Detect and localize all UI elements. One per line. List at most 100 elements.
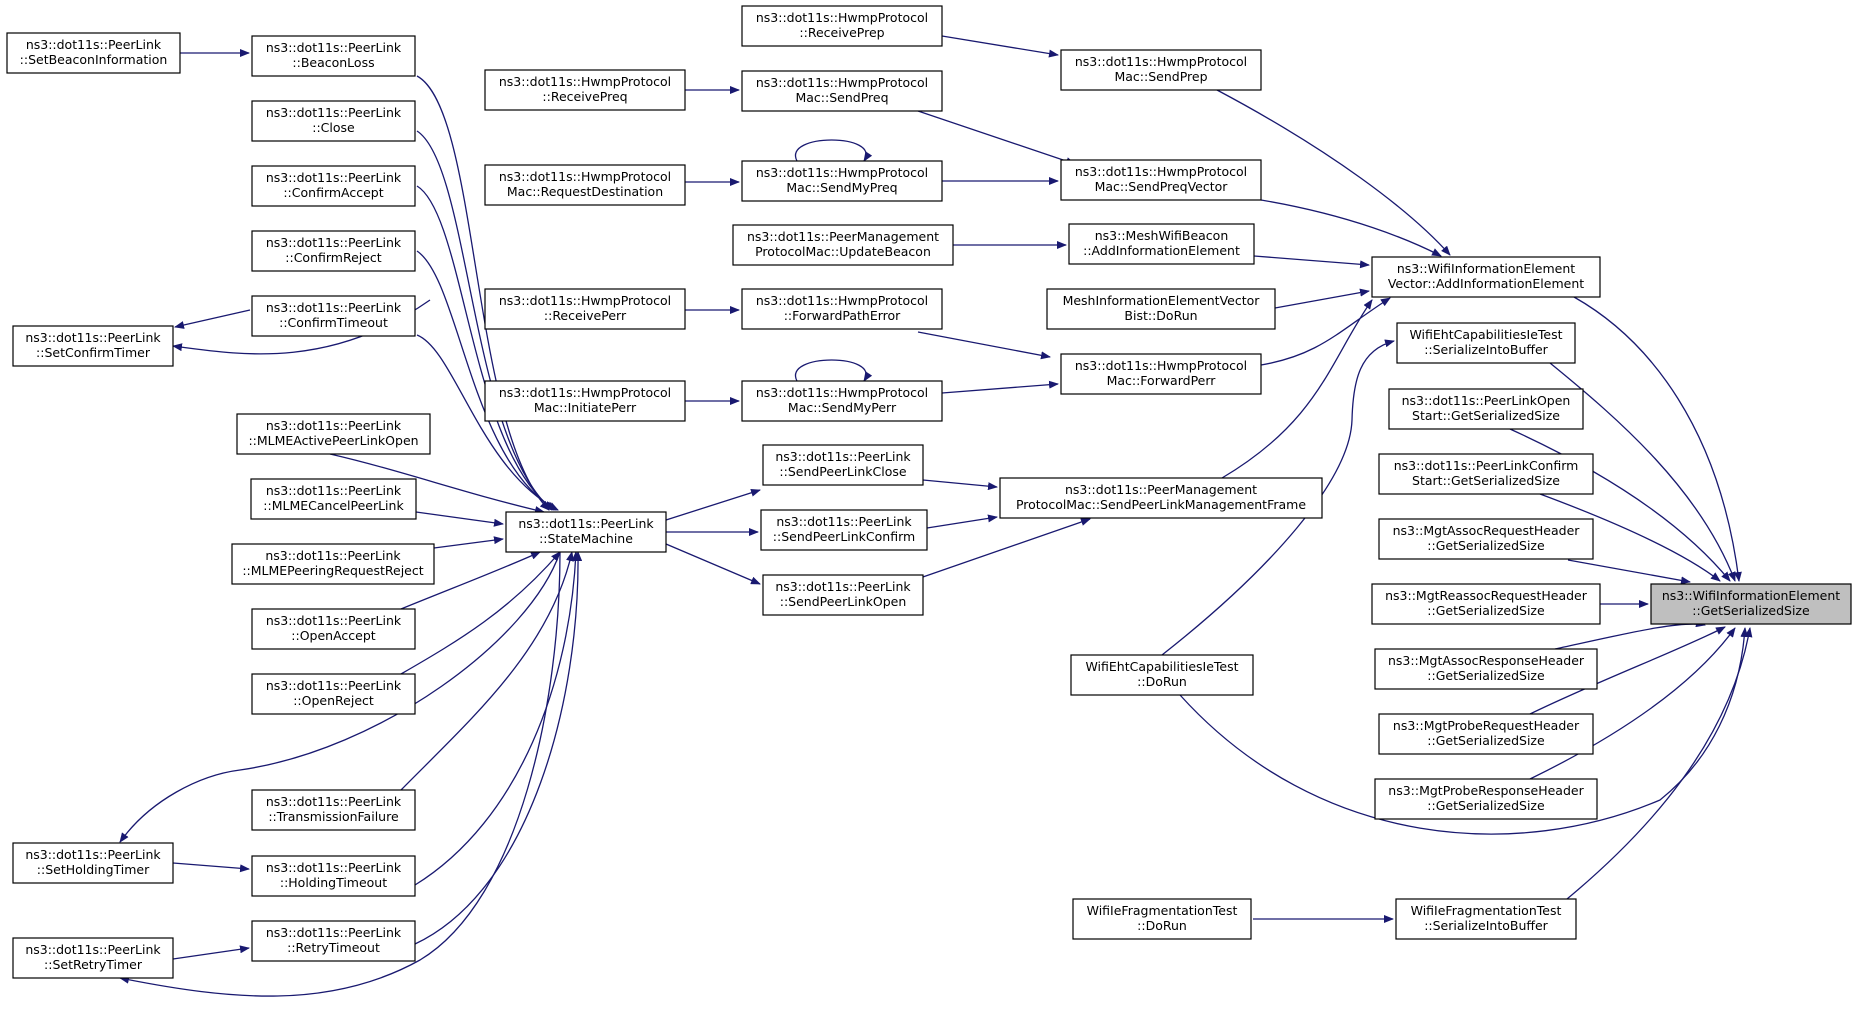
self-loop-edge xyxy=(794,139,873,162)
call-edge xyxy=(1221,299,1373,479)
node-open-accept[interactable]: ns3::dot11s::PeerLink::OpenAccept xyxy=(251,608,416,650)
node-mlmecancel-peer-link[interactable]: ns3::dot11s::PeerLink::MLMECancelPeerLin… xyxy=(250,478,417,520)
node-initiate-perr[interactable]: ns3::dot11s::HwmpProtocolMac::InitiatePe… xyxy=(484,380,686,422)
node-send-peer-link-confirm[interactable]: ns3::dot11s::PeerLink::SendPeerLinkConfi… xyxy=(760,509,928,551)
node-eht-do-run[interactable]: WifiEhtCapabilitiesIeTest::DoRun xyxy=(1070,654,1254,696)
node-update-beacon[interactable]: ns3::dot11s::PeerManagementProtocolMac::… xyxy=(732,224,954,266)
call-edge xyxy=(1567,559,1691,585)
call-edge xyxy=(922,479,998,491)
node-box xyxy=(484,164,686,206)
node-probe-req-size[interactable]: ns3::MgtProbeRequestHeader::GetSerialize… xyxy=(1378,713,1594,755)
node-label-line: ns3::MgtReassocRequestHeader xyxy=(1385,588,1588,603)
node-receive-prep[interactable]: ns3::dot11s::HwmpProtocol::ReceivePrep xyxy=(741,5,943,47)
node-box xyxy=(1388,388,1584,430)
node-frag-do-run[interactable]: WifiIeFragmentationTest::DoRun xyxy=(1072,898,1252,940)
node-box xyxy=(251,295,416,337)
node-probe-resp-size[interactable]: ns3::MgtProbeResponseHeader::GetSerializ… xyxy=(1374,778,1598,820)
node-box xyxy=(231,543,435,585)
node-set-retry-timer[interactable]: ns3::dot11s::PeerLink::SetRetryTimer xyxy=(12,937,174,979)
node-label-line: ns3::MgtAssocRequestHeader xyxy=(1393,523,1581,538)
node-label-line: ::SendPeerLinkConfirm xyxy=(773,529,915,544)
node-send-peer-link-mgmt-frame[interactable]: ns3::dot11s::PeerManagementProtocolMac::… xyxy=(999,477,1323,519)
node-reassoc-req-size[interactable]: ns3::MgtReassocRequestHeader::GetSeriali… xyxy=(1371,583,1601,625)
node-send-peer-link-close[interactable]: ns3::dot11s::PeerLink::SendPeerLinkClose xyxy=(762,444,924,486)
node-state-machine[interactable]: ns3::dot11s::PeerLink::StateMachine xyxy=(505,511,667,553)
node-confirm-reject[interactable]: ns3::dot11s::PeerLink::ConfirmReject xyxy=(251,230,416,272)
node-box xyxy=(251,35,416,77)
node-label-line: WifiEhtCapabilitiesIeTest xyxy=(1085,659,1238,674)
node-send-preq-vector[interactable]: ns3::dot11s::HwmpProtocolMac::SendPreqVe… xyxy=(1060,159,1262,201)
call-edge xyxy=(172,862,250,873)
node-label-line: Start::GetSerializedSize xyxy=(1412,473,1560,488)
node-label-line: ::SetHoldingTimer xyxy=(37,862,150,877)
call-edge xyxy=(433,536,504,549)
node-close[interactable]: ns3::dot11s::PeerLink::Close xyxy=(251,100,416,142)
node-box xyxy=(1046,288,1276,330)
node-holding-timeout[interactable]: ns3::dot11s::PeerLink::HoldingTimeout xyxy=(251,855,416,897)
call-edge xyxy=(400,551,541,610)
node-set-holding-timer[interactable]: ns3::dot11s::PeerLink::SetHoldingTimer xyxy=(12,842,174,884)
node-wifi-ie-vec-add[interactable]: ns3::WifiInformationElementVector::AddIn… xyxy=(1371,256,1601,298)
node-target[interactable]: ns3::WifiInformationElement::GetSerializ… xyxy=(1650,583,1852,625)
node-transmission-failure[interactable]: ns3::dot11s::PeerLink::TransmissionFailu… xyxy=(251,789,416,831)
node-mlmepeering-request-reject[interactable]: ns3::dot11s::PeerLink::MLMEPeeringReques… xyxy=(231,543,435,585)
call-edge xyxy=(416,185,555,511)
node-box xyxy=(251,855,416,897)
node-label-line: ProtocolMac::SendPeerLinkManagementFrame xyxy=(1016,497,1306,512)
node-label-line: ::SendPeerLinkOpen xyxy=(780,594,907,609)
node-label-line: ns3::dot11s::PeerLink xyxy=(266,418,402,433)
node-frag-serialize[interactable]: WifiIeFragmentationTest::SerializeIntoBu… xyxy=(1395,898,1577,940)
node-beacon-loss[interactable]: ns3::dot11s::PeerLink::BeaconLoss xyxy=(251,35,416,77)
node-label-line: WifiIeFragmentationTest xyxy=(1087,903,1238,918)
node-label-line: Mac::ForwardPerr xyxy=(1107,373,1217,388)
node-set-beacon-information[interactable]: ns3::dot11s::PeerLink::SetBeaconInformat… xyxy=(6,32,181,74)
node-label-line: Mac::SendPreqVector xyxy=(1095,179,1229,194)
node-confirm-accept[interactable]: ns3::dot11s::PeerLink::ConfirmAccept xyxy=(251,165,416,207)
node-box xyxy=(251,673,416,715)
node-assoc-req-size[interactable]: ns3::MgtAssocRequestHeader::GetSerialize… xyxy=(1378,518,1594,560)
node-receive-preq[interactable]: ns3::dot11s::HwmpProtocol::ReceivePreq xyxy=(484,69,686,111)
node-send-peer-link-open[interactable]: ns3::dot11s::PeerLink::SendPeerLinkOpen xyxy=(762,574,924,616)
node-eht-serialize[interactable]: WifiEhtCapabilitiesIeTest::SerializeInto… xyxy=(1396,322,1576,364)
node-label-line: ::SerializeIntoBuffer xyxy=(1424,918,1548,933)
call-edge xyxy=(414,551,580,886)
node-retry-timeout[interactable]: ns3::dot11s::PeerLink::RetryTimeout xyxy=(251,920,416,962)
node-label-line: ::GetSerializedSize xyxy=(1427,603,1545,618)
node-label-line: ::SetBeaconInformation xyxy=(20,52,168,67)
node-label-line: ::MLMEActivePeerLinkOpen xyxy=(248,433,418,448)
node-label-line: ::SetConfirmTimer xyxy=(36,345,151,360)
node-box xyxy=(741,288,943,330)
node-open-reject[interactable]: ns3::dot11s::PeerLink::OpenReject xyxy=(251,673,416,715)
node-open-start-size[interactable]: ns3::dot11s::PeerLinkOpenStart::GetSeria… xyxy=(1388,388,1584,430)
node-label-line: ns3::dot11s::PeerLink xyxy=(25,942,161,957)
node-box xyxy=(1060,353,1262,395)
node-set-confirm-timer[interactable]: ns3::dot11s::PeerLink::SetConfirmTimer xyxy=(12,325,174,367)
node-box xyxy=(250,478,417,520)
node-mesh-add-info[interactable]: ns3::MeshWifiBeacon::AddInformationEleme… xyxy=(1068,223,1255,265)
node-box xyxy=(12,842,174,884)
node-receive-perr[interactable]: ns3::dot11s::HwmpProtocol::ReceivePerr xyxy=(484,288,686,330)
call-edge xyxy=(416,130,553,511)
node-forward-perr[interactable]: ns3::dot11s::HwmpProtocolMac::ForwardPer… xyxy=(1060,353,1262,395)
node-assoc-resp-size[interactable]: ns3::MgtAssocResponseHeader::GetSerializ… xyxy=(1374,648,1598,690)
call-edge xyxy=(1529,627,1736,780)
node-box xyxy=(12,937,174,979)
node-label-line: ns3::dot11s::HwmpProtocol xyxy=(756,293,928,308)
call-edge xyxy=(172,945,250,960)
node-confirm-start-size[interactable]: ns3::dot11s::PeerLinkConfirmStart::GetSe… xyxy=(1378,453,1594,495)
node-label-line: ns3::dot11s::HwmpProtocol xyxy=(499,385,671,400)
node-mlmeactive-peer-link-open[interactable]: ns3::dot11s::PeerLink::MLMEActivePeerLin… xyxy=(236,413,431,455)
node-request-destination[interactable]: ns3::dot11s::HwmpProtocolMac::RequestDes… xyxy=(484,164,686,206)
node-forward-path-error[interactable]: ns3::dot11s::HwmpProtocol::ForwardPathEr… xyxy=(741,288,943,330)
node-label-line: ns3::dot11s::PeerLink xyxy=(26,37,162,52)
node-box xyxy=(762,574,924,616)
node-label-line: ::GetSerializedSize xyxy=(1427,668,1545,683)
node-box xyxy=(1378,713,1594,755)
node-confirm-timeout[interactable]: ns3::dot11s::PeerLink::ConfirmTimeout xyxy=(251,295,416,337)
node-box xyxy=(741,380,943,422)
